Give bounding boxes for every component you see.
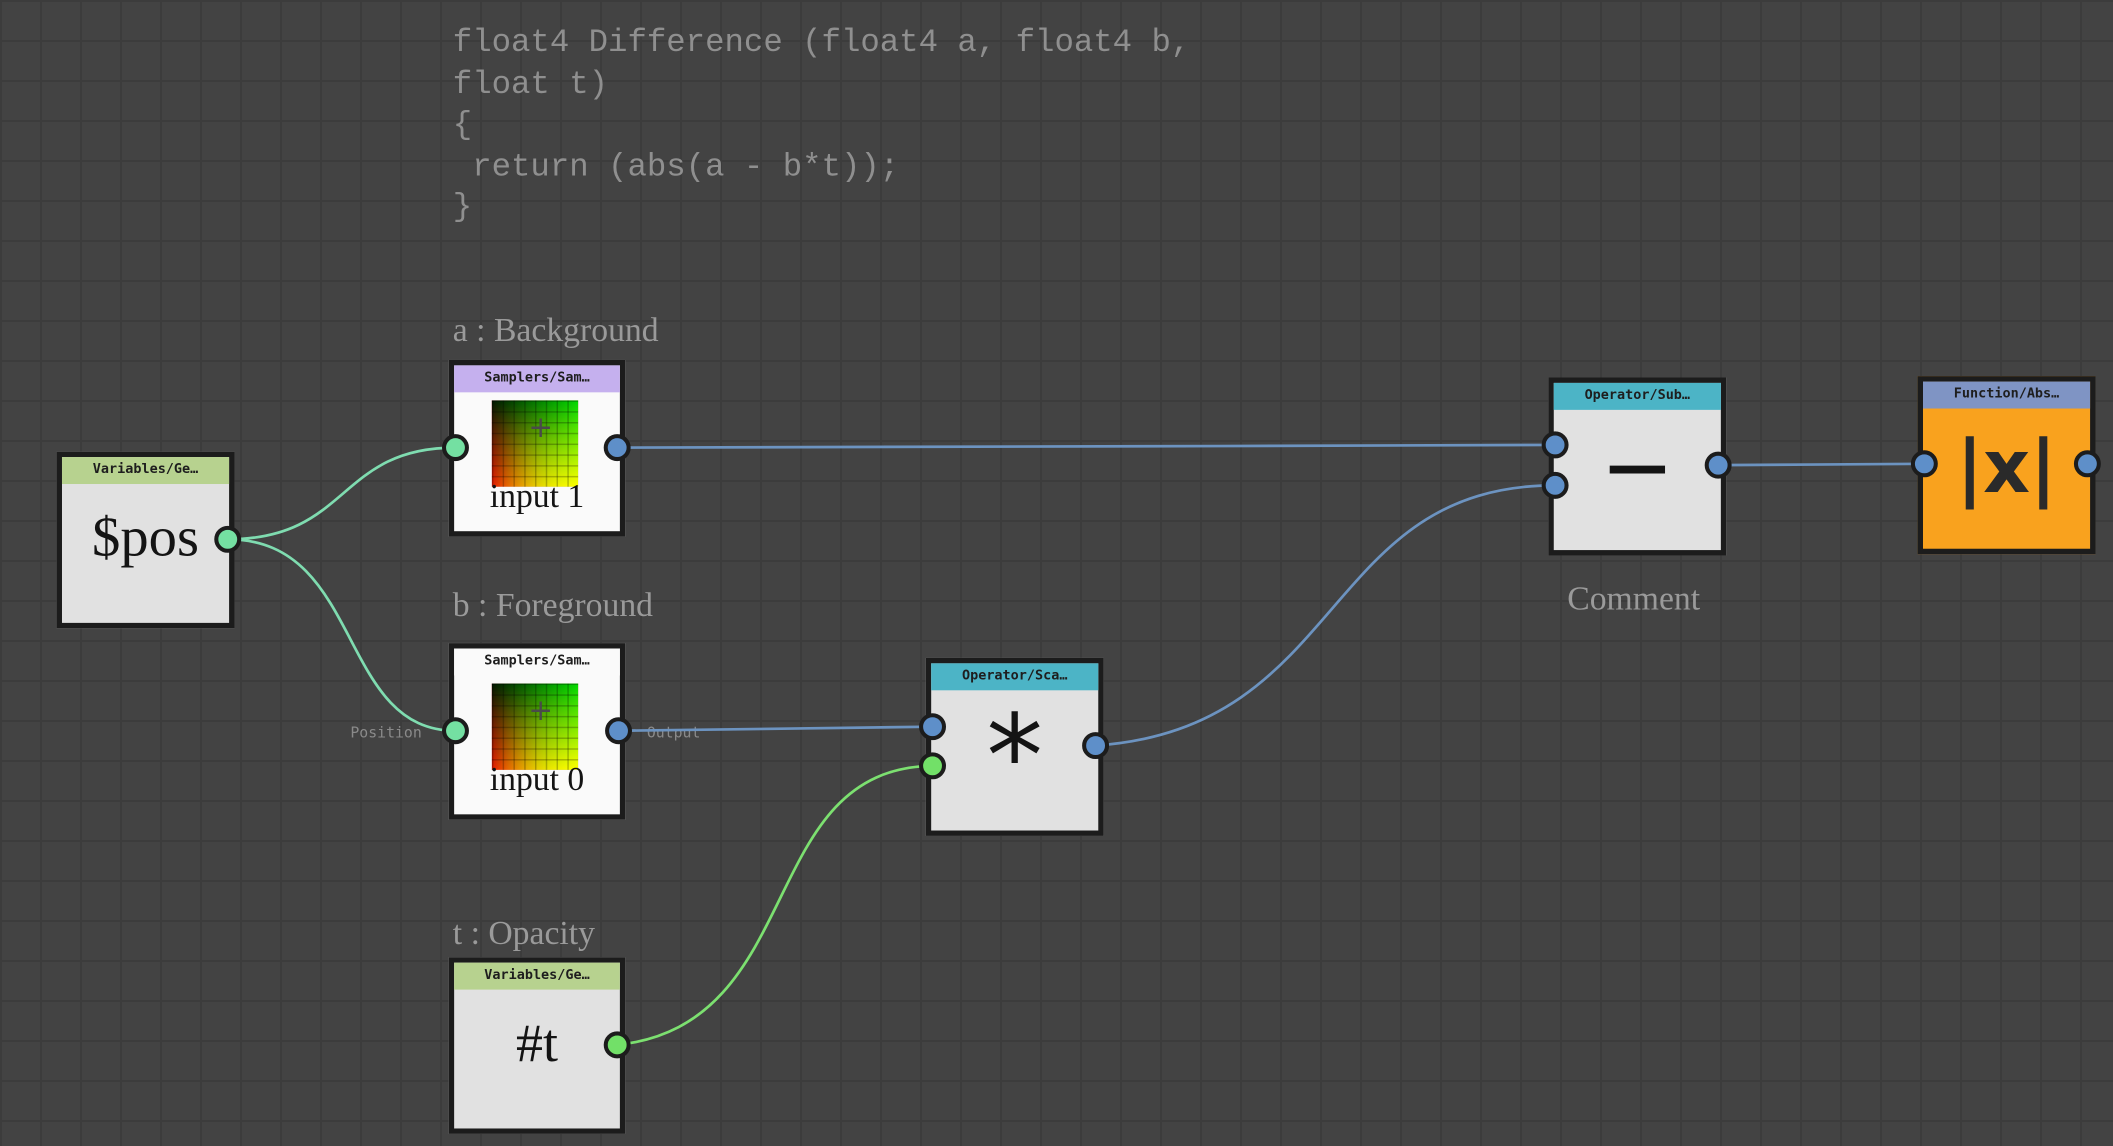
port-abs-output[interactable] [2073, 450, 2101, 478]
port-sampler-b-input[interactable] [442, 717, 469, 745]
node-header: Variables/Ge… [61, 457, 230, 485]
label-a-background: a : Background [452, 312, 659, 350]
node-sampler-b[interactable]: Samplers/Sam… + input 0 [448, 643, 626, 820]
code-comment: float4 Difference (float4 a, float4 b, f… [453, 24, 1191, 230]
node-header: Operator/Sub… [1553, 382, 1721, 410]
subtract-icon: — [1606, 428, 1669, 502]
port-scale-input-a[interactable] [919, 713, 947, 741]
code-line: { [452, 107, 473, 145]
node-header: Function/Abs… [1922, 381, 2091, 409]
wire-pos-to-sampler-a [227, 446, 456, 541]
node-header: Samplers/Sam… [454, 648, 620, 676]
node-variables-opacity[interactable]: Variables/Ge… #t [448, 957, 626, 1134]
abs-icon: |x| [1956, 424, 2057, 510]
port-scale-output[interactable] [1082, 732, 1110, 760]
node-sampler-a-label: input 1 [489, 478, 585, 516]
port-sampler-a-output[interactable] [603, 434, 631, 462]
code-line: return (abs(a - b*t)); [452, 148, 900, 186]
node-sampler-a[interactable]: Samplers/Sam… + input 1 [448, 359, 626, 537]
crosshair-icon: + [528, 694, 554, 729]
code-line: } [452, 190, 473, 227]
port-sampler-a-input[interactable] [442, 434, 469, 462]
port-abs-input[interactable] [1910, 450, 1938, 478]
port-pos-output[interactable] [214, 525, 242, 553]
node-function-abs[interactable]: Function/Abs… |x| [1917, 376, 2096, 555]
node-sampler-b-label: input 0 [489, 761, 585, 799]
label-b-foreground: b : Foreground [452, 587, 654, 625]
wire-scale-to-subtract [1095, 484, 1556, 747]
port-subtract-input-a[interactable] [1541, 431, 1569, 459]
label-t-opacity: t : Opacity [452, 915, 595, 952]
node-opacity-label: #t [516, 1012, 558, 1074]
node-operator-scale[interactable]: Operator/Sca… * [925, 657, 1104, 836]
node-header: Samplers/Sam… [454, 365, 620, 393]
texture-thumbnail [491, 683, 579, 770]
wire-subtract-to-abs [1718, 462, 1925, 467]
code-line: float t) [452, 66, 609, 104]
port-subtract-output[interactable] [1704, 451, 1732, 479]
node-header: Variables/Ge… [454, 962, 620, 990]
wire-sampler-a-to-subtract [617, 443, 1556, 449]
port-sampler-b-output[interactable] [605, 717, 633, 745]
wire-pos-to-sampler-b [227, 537, 456, 733]
node-header: Operator/Sca… [931, 663, 1099, 691]
crosshair-icon: + [528, 411, 554, 445]
wire-sampler-b-to-scale [618, 725, 933, 733]
port-scale-input-b[interactable] [919, 752, 947, 780]
port-opacity-output[interactable] [603, 1031, 631, 1059]
node-operator-subtract[interactable]: Operator/Sub… — [1548, 377, 1727, 556]
multiply-icon: * [986, 690, 1044, 823]
wire-opacity-to-scale [617, 764, 933, 1047]
node-pos-label: $pos [92, 506, 199, 569]
port-subtract-input-b[interactable] [1541, 471, 1569, 499]
node-variables-pos[interactable]: Variables/Ge… $pos [56, 451, 235, 629]
port-label-output: Output [646, 724, 701, 742]
port-label-position: Position [350, 724, 422, 742]
code-line: float4 Difference (float4 a, float4 b, [452, 25, 1191, 63]
label-comment: Comment [1567, 581, 1701, 618]
texture-thumbnail [491, 400, 579, 487]
